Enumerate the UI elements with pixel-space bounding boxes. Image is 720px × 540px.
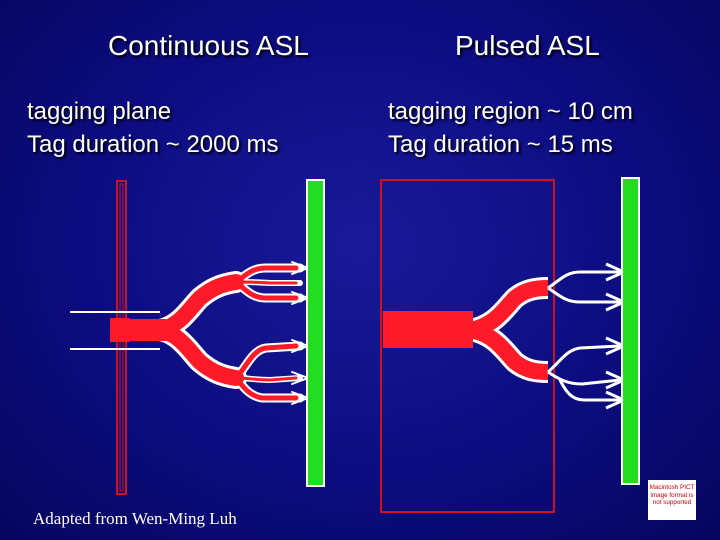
- attribution-credit: Adapted from Wen-Ming Luh: [33, 509, 237, 528]
- unsupported-image-text: Macintosh PICT image format is not suppo…: [649, 484, 695, 506]
- continuous-asl-title: Continuous ASL: [108, 30, 309, 61]
- continuous-asl-diagram: [70, 179, 325, 495]
- continuous-tag-duration-label: Tag duration ~ 2000 ms: [27, 131, 279, 158]
- pulsed-tissue-bar: [621, 177, 640, 485]
- pulsed-vessel-tree: [383, 262, 628, 410]
- pulsed-asl-diagram: [380, 177, 640, 513]
- tagging-plane-label: tagging plane: [27, 98, 172, 125]
- unsupported-image-placeholder: Macintosh PICT image format is not suppo…: [648, 480, 696, 520]
- tagging-region-label: tagging region ~ 10 cm: [388, 98, 633, 125]
- continuous-asl-description: tagging plane Tag duration ~ 2000 ms: [27, 95, 279, 161]
- continuous-tissue-bar: [306, 179, 325, 487]
- pulsed-tag-duration-label: Tag duration ~ 15 ms: [388, 131, 613, 158]
- tagging-region-box: [380, 179, 555, 513]
- pulsed-asl-description: tagging region ~ 10 cm Tag duration ~ 15…: [388, 95, 633, 161]
- pulsed-asl-title: Pulsed ASL: [455, 30, 600, 61]
- continuous-vessel-tree: [110, 261, 311, 405]
